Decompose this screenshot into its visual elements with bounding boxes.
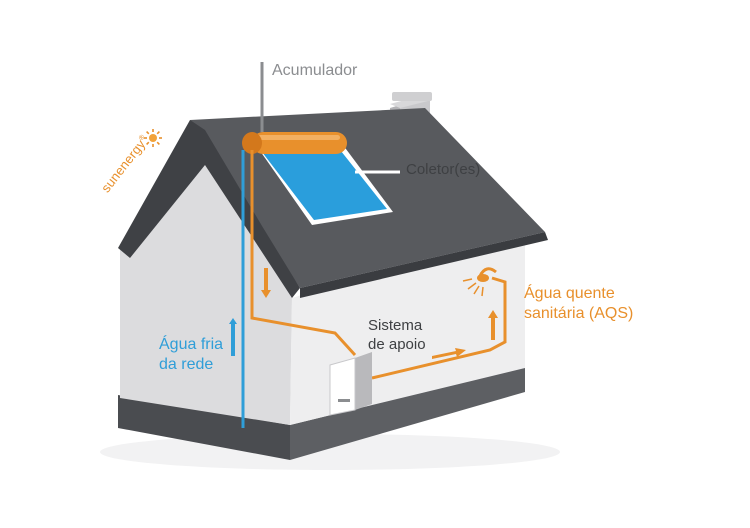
house-base-front [118, 395, 290, 460]
shower-nozzle [477, 274, 489, 282]
backup-system-label-line1: Sistema [368, 317, 423, 334]
up-flow-arrow [488, 310, 498, 340]
backup-system-label: Sistema de apoio [368, 317, 426, 355]
backup-system-box-side [355, 352, 372, 410]
hot-water-label-line1: Água quente [524, 285, 615, 302]
hot-water-pipe-right [371, 276, 507, 380]
house-base-side [290, 367, 525, 460]
chimney-cap [392, 92, 432, 101]
collectors-label: Coletor(es) [406, 161, 481, 178]
sun-logo-icon [144, 129, 162, 147]
solar-collector-panel [262, 146, 387, 220]
backup-system-label-line2: de apoio [368, 335, 426, 353]
accumulator-label: Acumulador [272, 62, 358, 79]
shower-head [478, 267, 497, 277]
cold-water-label: Água fria da rede [159, 335, 223, 375]
backup-system-box-front [329, 357, 356, 416]
accumulator-tank-end [242, 132, 262, 154]
cold-water-arrow [229, 318, 237, 356]
shower-spray [462, 278, 484, 297]
down-flow-arrow [261, 268, 271, 298]
roof-fascia [300, 232, 548, 298]
accumulator-tank-highlight [258, 135, 340, 140]
hot-water-label: Água quente sanitária (AQS) [524, 284, 633, 324]
cold-water-label-line2: da rede [159, 356, 214, 373]
hot-water-label-line2: sanitária (AQS) [524, 305, 634, 322]
cold-water-label-line1: Água fria [159, 336, 224, 353]
roof-edge-front [118, 120, 300, 298]
hot-water-pipe-down [250, 150, 357, 357]
backup-system-box-vent [338, 399, 350, 402]
right-flow-arrow [432, 348, 466, 359]
